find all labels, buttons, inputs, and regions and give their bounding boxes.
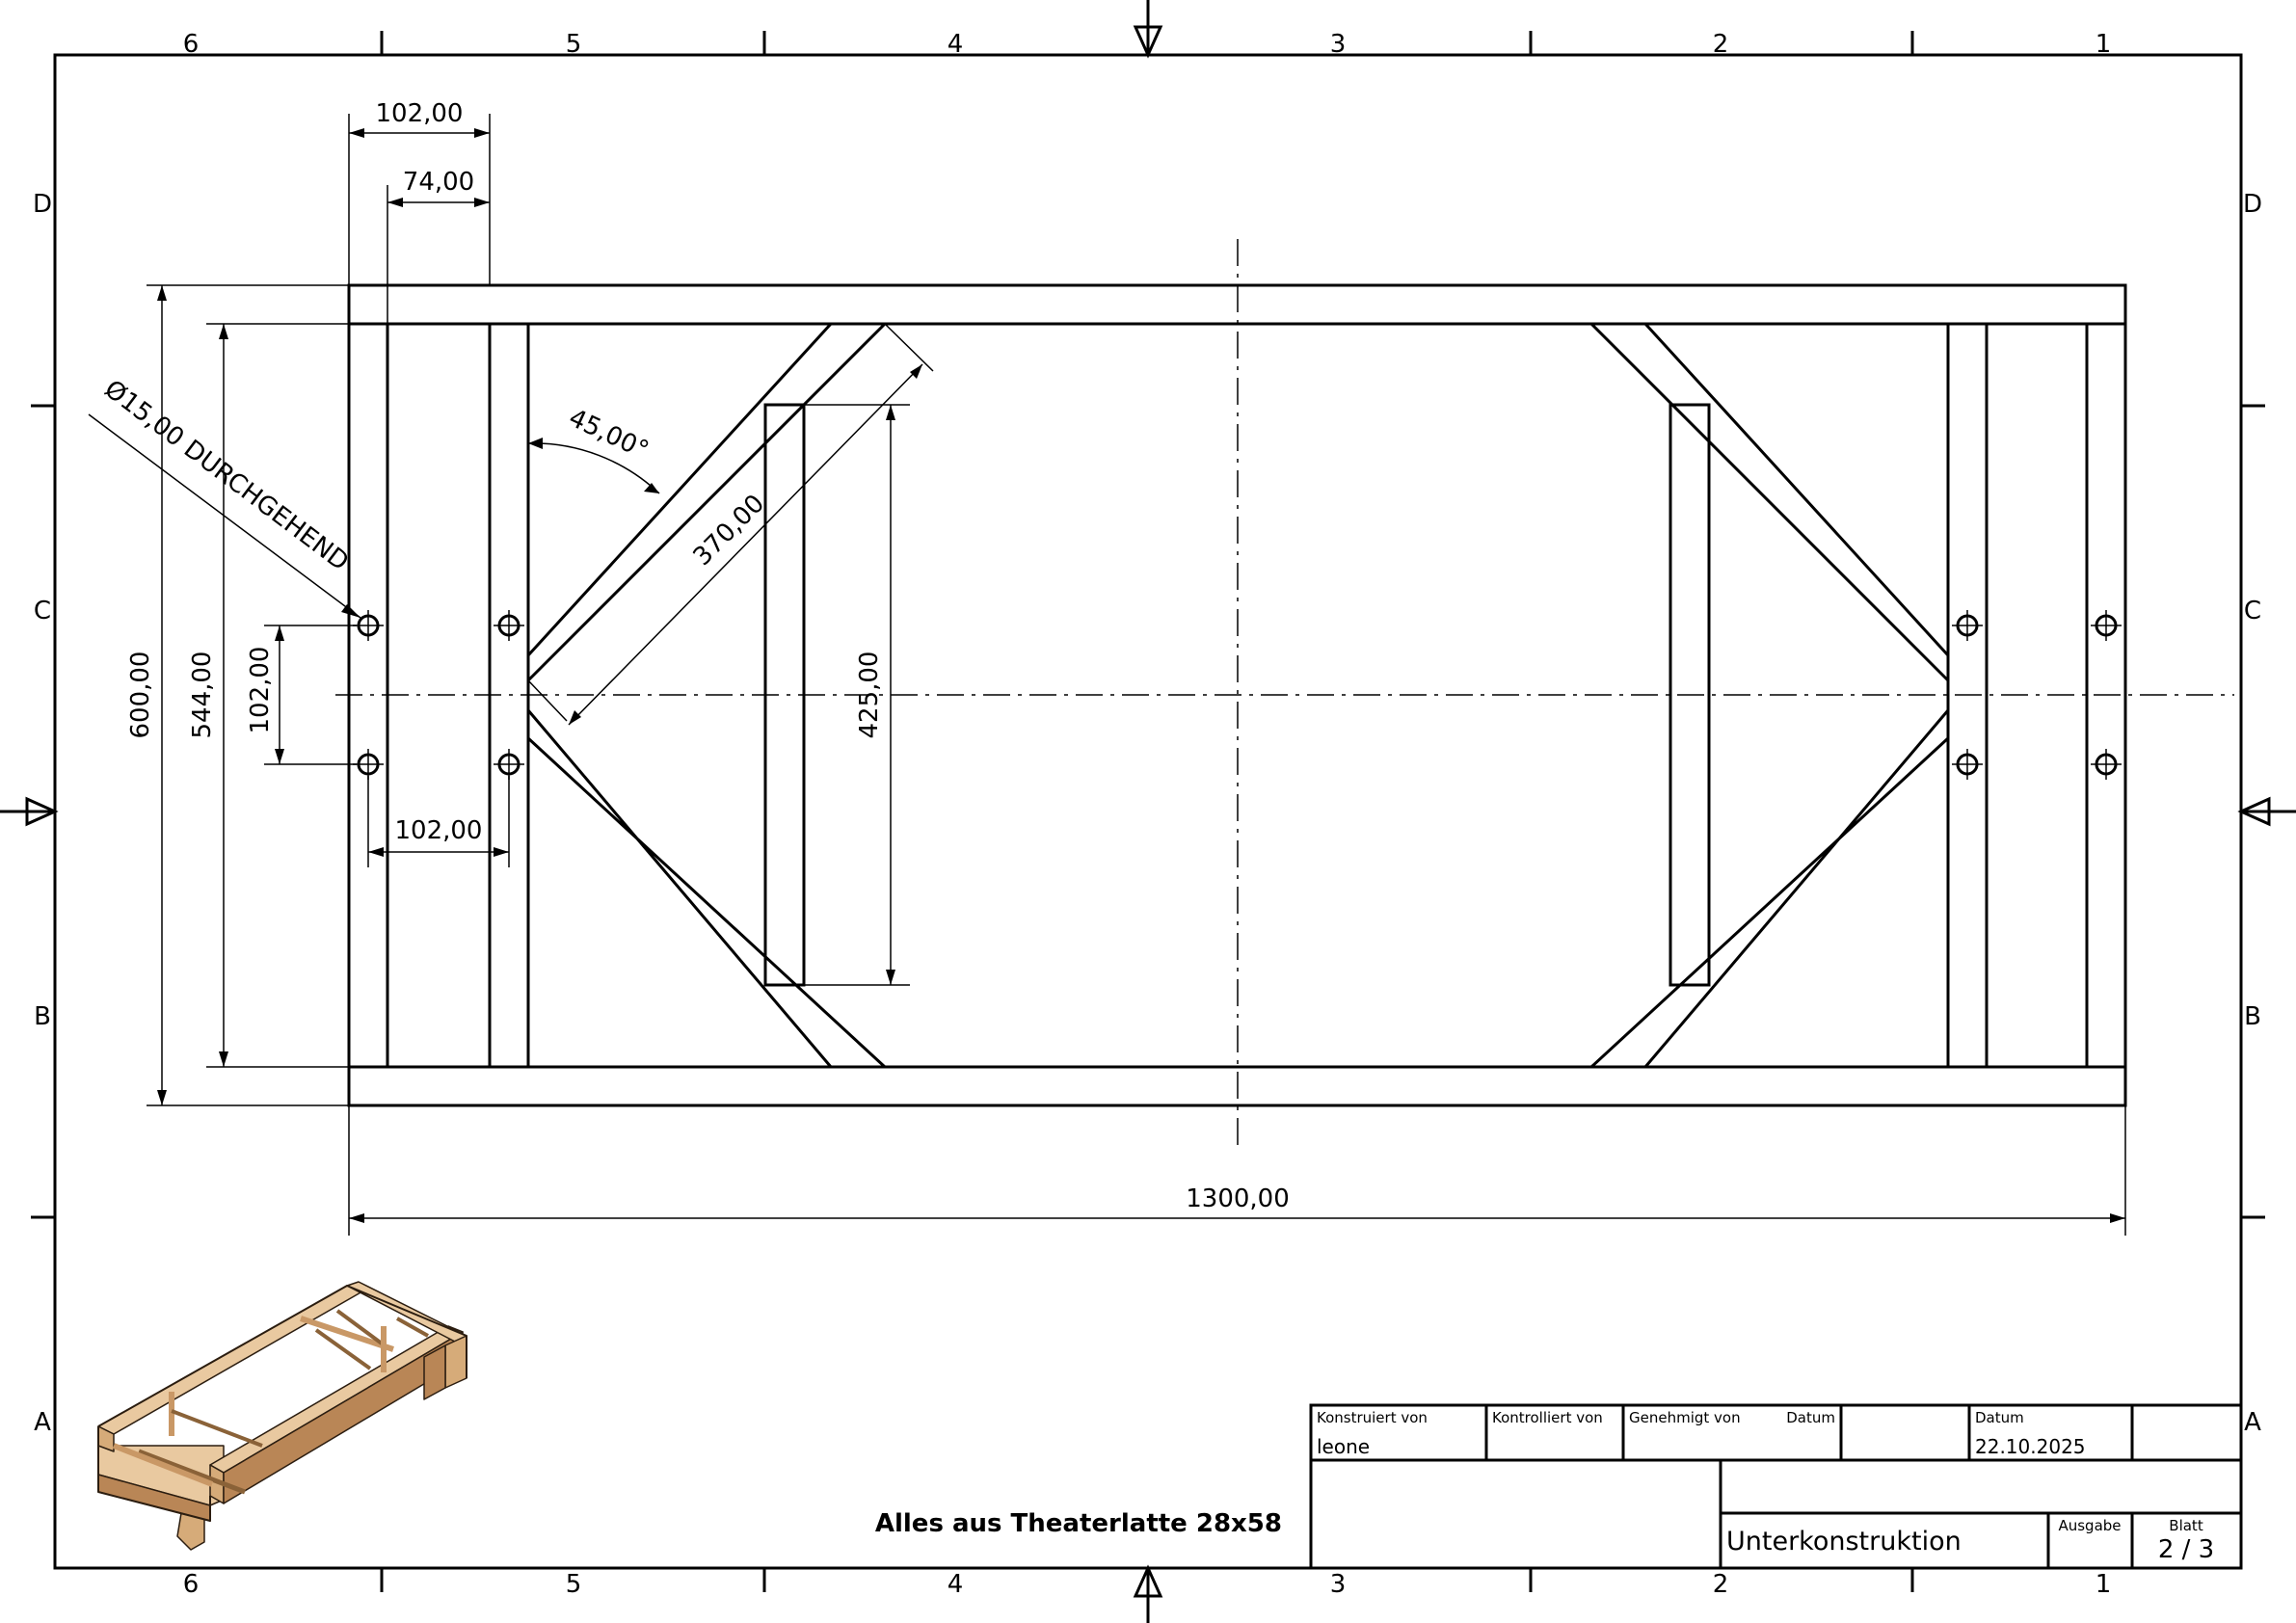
drawing-title: Unterkonstruktion xyxy=(1726,1527,1962,1556)
zone-labels: 6 5 4 3 2 1 6 5 4 3 2 1 D C B A D C B A xyxy=(33,30,2262,1599)
hole xyxy=(353,749,384,780)
bolt-holes xyxy=(353,610,2122,780)
zone-col-bottom: 6 xyxy=(183,1570,200,1599)
bottom-rail xyxy=(347,1065,2127,1107)
zone-col-top: 5 xyxy=(566,30,582,59)
date-value: 22.10.2025 xyxy=(1975,1435,2086,1458)
dimensions: 102,00 74,00 102,00 600,00 544,00 xyxy=(88,99,2126,1236)
zone-row-left: B xyxy=(34,1002,51,1031)
drawing-border xyxy=(31,31,2265,1592)
dim-diagonal-length: 370,00 xyxy=(688,490,771,572)
dim-top-inner-width: 74,00 xyxy=(403,168,474,197)
hole xyxy=(494,610,524,641)
centerlines xyxy=(335,239,2234,1153)
dim-overall-height: 600,00 xyxy=(126,652,155,739)
title-block: Konstruiert von leone Kontrolliert von G… xyxy=(1309,1403,2243,1570)
hole xyxy=(353,610,384,641)
right-inner-post xyxy=(1946,322,1989,1069)
zone-col-top: 2 xyxy=(1713,30,1729,59)
designed-by-label: Konstruiert von xyxy=(1317,1409,1428,1426)
date-label: Datum xyxy=(1975,1409,2024,1426)
zone-col-bottom: 1 xyxy=(2096,1570,2112,1599)
dim-post-height: 425,00 xyxy=(855,652,884,739)
zone-col-bottom: 2 xyxy=(1713,1570,1729,1599)
zone-col-top: 6 xyxy=(183,30,200,59)
checked-by-label: Kontrolliert von xyxy=(1492,1409,1603,1426)
zone-row-right: A xyxy=(2244,1408,2261,1437)
dim-overall-length: 1300,00 xyxy=(1186,1184,1290,1213)
zone-col-bottom: 3 xyxy=(1330,1570,1347,1599)
right-upper-diagonal xyxy=(1588,322,1950,682)
zone-row-left: D xyxy=(33,190,52,219)
zone-col-bottom: 4 xyxy=(948,1570,964,1599)
hole xyxy=(494,749,524,780)
zone-row-left: A xyxy=(34,1408,51,1437)
dim-hole-note: Ø15,00 DURCHGEHEND xyxy=(99,375,355,577)
revision-label: Ausgabe xyxy=(2058,1517,2121,1534)
zone-col-bottom: 5 xyxy=(566,1570,582,1599)
left-lower-diagonal xyxy=(526,709,889,1069)
right-vertical-strut xyxy=(1669,403,1711,987)
sheet-value: 2 / 3 xyxy=(2158,1535,2214,1564)
dim-inner-height: 544,00 xyxy=(188,652,217,739)
approved-date-label: Datum xyxy=(1786,1409,1835,1426)
left-upper-diagonal xyxy=(526,322,889,682)
dim-hole-spacing-horizontal: 102,00 xyxy=(395,816,483,845)
zone-col-top: 1 xyxy=(2096,30,2112,59)
designed-by-value: leone xyxy=(1317,1435,1370,1458)
dim-hole-spacing-vertical: 102,00 xyxy=(246,647,275,734)
zone-col-top: 3 xyxy=(1330,30,1347,59)
right-lower-diagonal xyxy=(1588,709,1950,1069)
zone-row-right: C xyxy=(2244,597,2261,625)
hole xyxy=(1952,610,1983,641)
zone-row-right: B xyxy=(2244,1002,2261,1031)
zone-col-top: 4 xyxy=(948,30,964,59)
zone-row-left: C xyxy=(34,597,51,625)
material-note: Alles aus Theaterlatte 28x58 xyxy=(875,1509,1282,1538)
isometric-preview xyxy=(97,1281,467,1551)
right-outer-post xyxy=(2085,322,2127,1069)
sheet-label: Blatt xyxy=(2169,1517,2203,1534)
dim-angle: 45,00° xyxy=(564,404,653,466)
zone-row-right: D xyxy=(2243,190,2262,219)
hole xyxy=(2091,749,2122,780)
approved-by-label: Genehmigt von xyxy=(1629,1409,1741,1426)
hole xyxy=(2091,610,2122,641)
hole xyxy=(1952,749,1983,780)
dim-top-outer-width: 102,00 xyxy=(376,99,464,128)
